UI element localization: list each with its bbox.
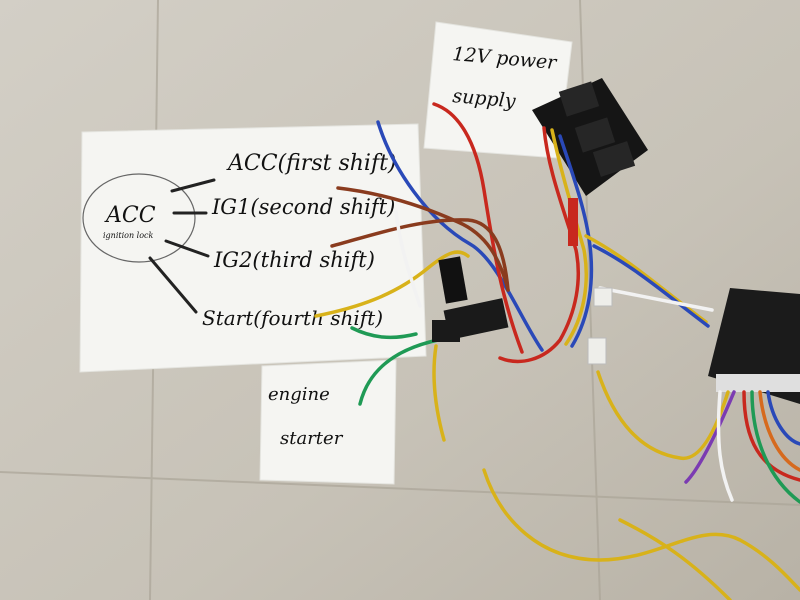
pointer-arrows [148,178,216,314]
wire-bundle [314,102,800,600]
ignition-sublabel: ignition lock [103,231,154,240]
ignition-circle [82,173,196,263]
main-note: ACC ignition lock ACC(first shift) IG1(s… [79,123,427,373]
ignition-label: ACC [104,203,156,228]
starter-line1: engine [268,384,330,405]
control-module [708,288,800,404]
starter-note: engine starter [259,359,397,485]
acc-line: ACC(first shift) [226,151,397,176]
ig1-line: IG1(second shift) [211,195,395,219]
relay-block [532,78,648,196]
connectors [432,198,613,365]
starter-line2: starter [280,428,344,449]
start-line: Start(fourth shift) [202,306,383,330]
ig2-line: IG2(third shift) [213,248,375,272]
